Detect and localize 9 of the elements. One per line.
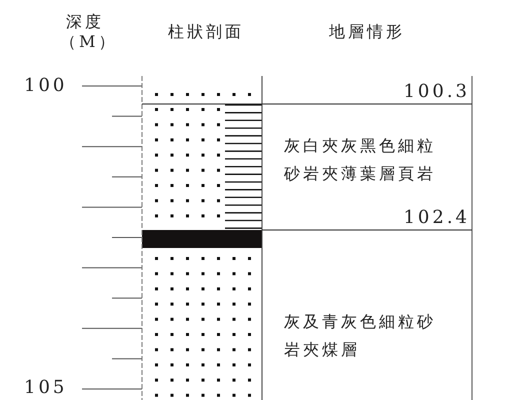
depth-value: 102.4 [402, 208, 470, 228]
column-header: 深度（M） [60, 12, 110, 52]
layer-description: 灰及青灰色細粒砂岩夾煤層 [284, 311, 437, 361]
column-header: 地層情形 [328, 22, 406, 42]
depth-value: 100.3 [402, 82, 470, 102]
layer-description: 灰白夾灰黑色細粒砂岩夾薄葉層頁岩 [284, 135, 437, 185]
depth-value: 100 [24, 76, 68, 96]
column-header: 柱狀剖面 [167, 22, 245, 42]
depth-value: 105 [24, 378, 68, 398]
